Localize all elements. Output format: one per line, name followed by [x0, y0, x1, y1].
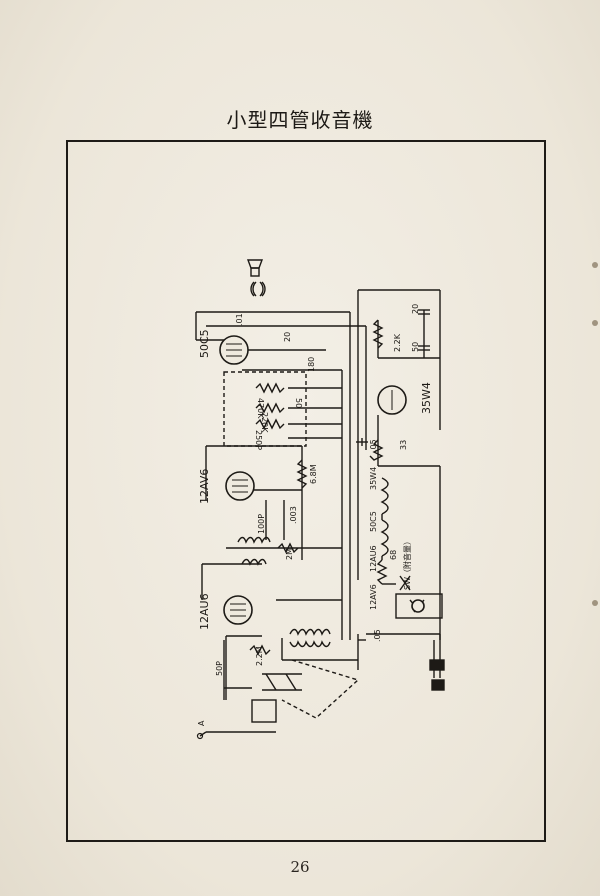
- label-r-470k: 470K: [256, 398, 265, 419]
- label-r-68: 68: [389, 550, 398, 560]
- speaker-icon: [246, 259, 266, 297]
- label-c-003: .003: [289, 506, 298, 524]
- volume-pot-icon: [411, 599, 425, 613]
- radio-schematic: 50C5 12AV6 12AU6 35W4 .01 20 180 50 470K…: [195, 259, 445, 740]
- tube-label-35w4: 35W4: [420, 382, 433, 414]
- label-switch: SW（附音量）: [402, 537, 412, 590]
- tube-label-12av6: 12AV6: [198, 469, 211, 504]
- label-r-220k: 220K: [260, 412, 269, 433]
- label-heater-12av6: 12AV6: [369, 584, 378, 610]
- label-r-2-2k: 2.2K: [393, 333, 402, 352]
- label-heater-50c5: 50C5: [369, 511, 378, 532]
- label-c-05b: .05: [373, 629, 382, 642]
- label-heater-35w4: 35W4: [369, 467, 378, 490]
- label-r-2m: 2M: [285, 548, 294, 560]
- label-r-33: 33: [399, 440, 408, 450]
- binding-hole: [592, 262, 598, 268]
- label-c-250p: 250P: [254, 430, 263, 450]
- binding-hole: [592, 600, 598, 606]
- schematic-frame: [66, 140, 546, 842]
- label-c-20b: 20: [411, 304, 420, 314]
- label-c-50a: 50: [294, 398, 303, 408]
- binding-hole: [592, 320, 598, 326]
- label-heater-12au6: 12AU6: [369, 545, 378, 572]
- label-c-100p: 100P: [257, 514, 266, 534]
- power-plug-icon: [431, 679, 445, 691]
- label-c-50b: 50: [411, 342, 420, 352]
- page-title: 小型四管收音機: [226, 108, 374, 132]
- label-r-6-8m: 6.8M: [309, 464, 318, 484]
- tube-label-50c5: 50C5: [198, 329, 211, 358]
- label-antenna: A: [197, 720, 206, 726]
- page-number: 26: [290, 858, 310, 876]
- label-r-2-2m: 2.2M: [255, 646, 264, 666]
- antenna-terminal-icon: [196, 732, 204, 740]
- label-c-50p: 50P: [215, 661, 224, 676]
- label-r-180: 180: [307, 357, 316, 372]
- label-c-05a: .05: [369, 439, 378, 452]
- label-c-01: .01: [235, 313, 244, 326]
- tube-label-12au6: 12AU6: [198, 593, 211, 630]
- label-c-20a: 20: [283, 332, 292, 342]
